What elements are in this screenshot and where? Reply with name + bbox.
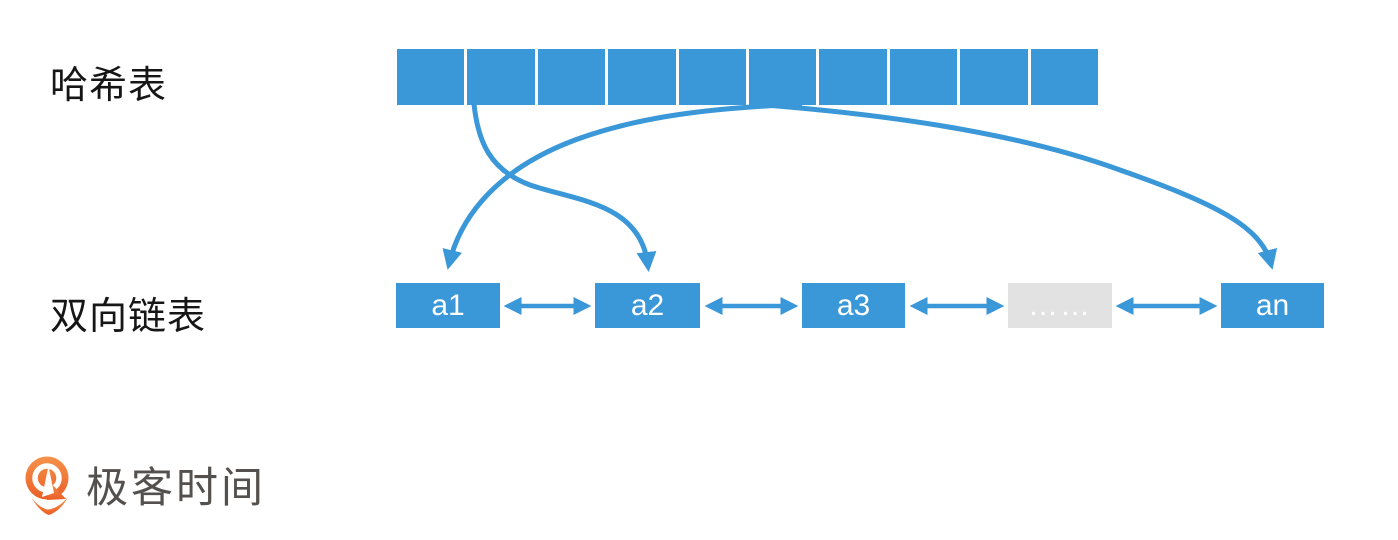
list-node-a2: a2 bbox=[595, 283, 700, 328]
hash-cell bbox=[749, 49, 817, 105]
geektime-logo: 极客时间 bbox=[22, 448, 266, 520]
hash-cell bbox=[467, 49, 535, 105]
list-node-an: an bbox=[1221, 283, 1324, 328]
geektime-logo-text: 极客时间 bbox=[86, 463, 267, 511]
linked-list-label: 双向链表 bbox=[50, 296, 207, 338]
hash-table-row bbox=[397, 49, 1099, 105]
hash-cell bbox=[608, 49, 676, 105]
list-node-a3: a3 bbox=[802, 283, 905, 328]
hash-cell bbox=[397, 49, 465, 105]
hash-cell bbox=[889, 49, 958, 105]
hash-cell bbox=[678, 49, 747, 105]
hash-to-a1-arrow bbox=[442, 101, 803, 270]
hash-cell bbox=[1030, 49, 1099, 105]
list-node-a1: a1 bbox=[396, 283, 500, 328]
hash-cell bbox=[819, 49, 887, 105]
geektime-logo-icon bbox=[25, 456, 69, 515]
hash-table-label: 哈希表 bbox=[50, 65, 168, 107]
hash-cell bbox=[960, 49, 1028, 105]
hash-to-an-arrow bbox=[751, 101, 1278, 270]
list-node-ellipsis: …… bbox=[1008, 283, 1112, 328]
hash-cell bbox=[537, 49, 606, 105]
hash-to-a2-arrow bbox=[471, 103, 657, 272]
